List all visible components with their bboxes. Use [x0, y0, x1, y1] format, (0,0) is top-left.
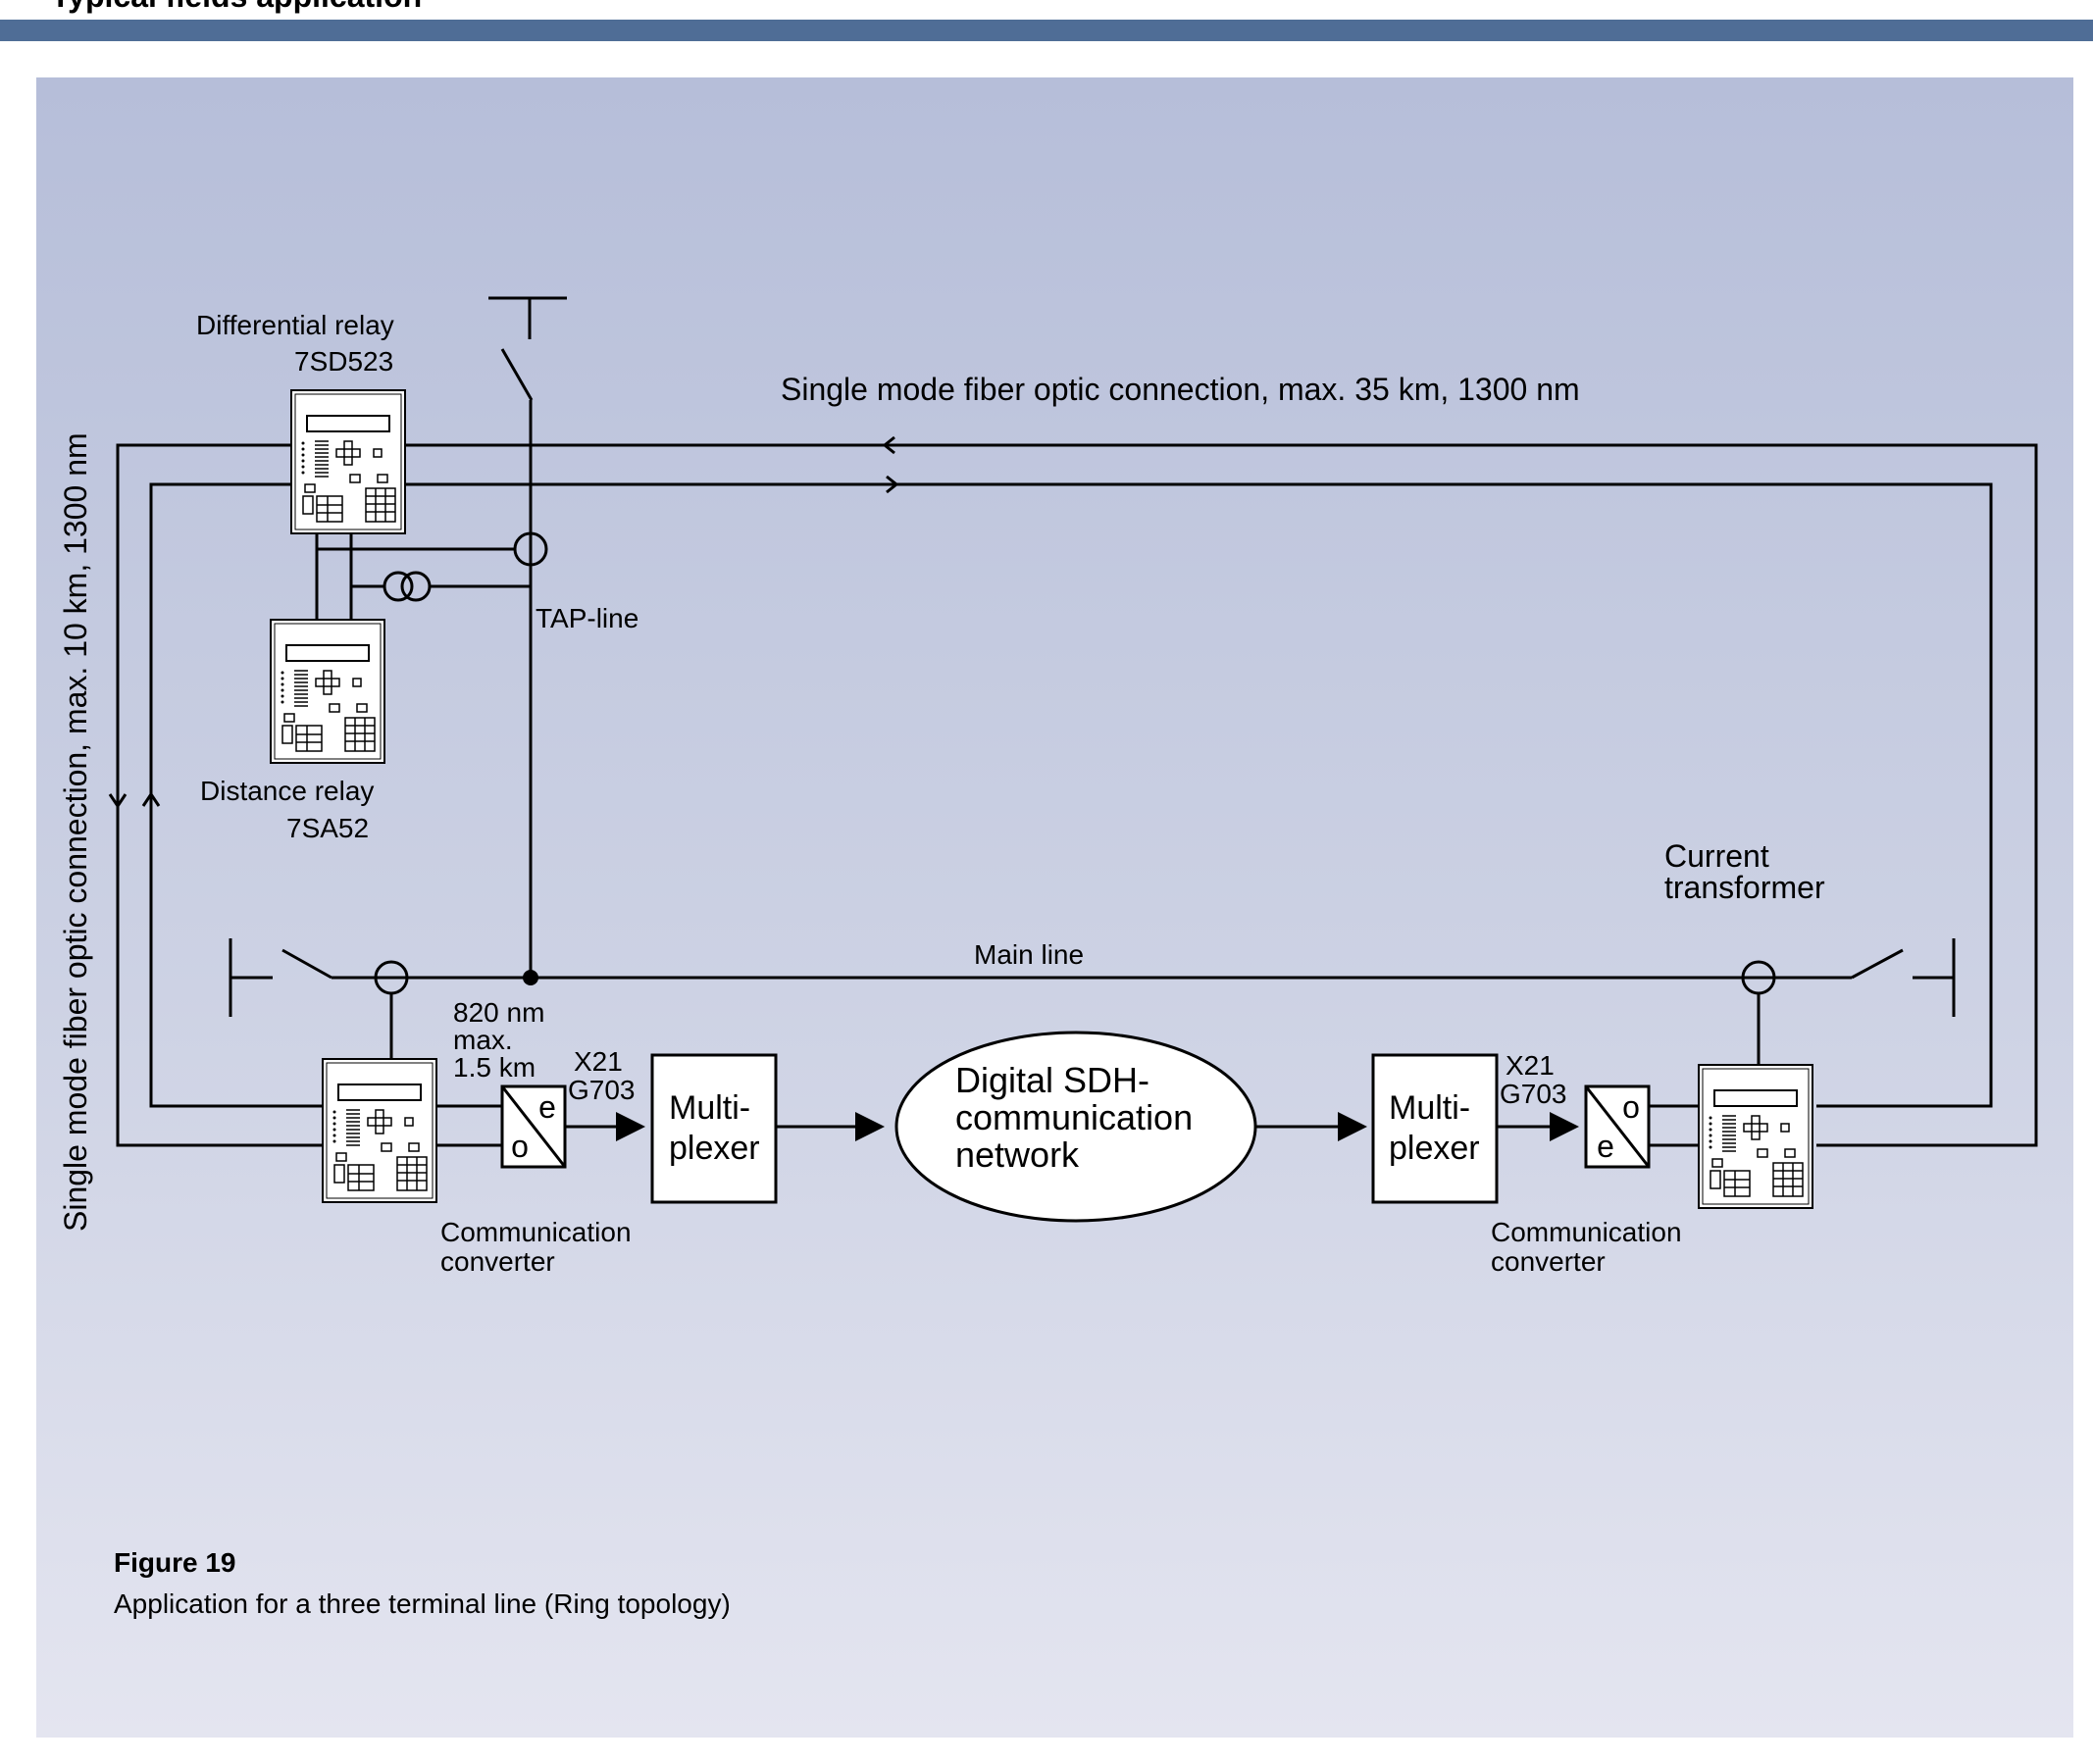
tap-junction [523, 970, 538, 985]
direction-arrow-left [882, 435, 895, 455]
interface-left-2: G703 [568, 1075, 636, 1105]
converter-left-diagonal [500, 1085, 567, 1168]
current-transformer-label-2: transformer [1664, 870, 1825, 905]
fiber-left-label: Single mode fiber optic connection, max.… [58, 432, 93, 1232]
relay-device-bottom-left [322, 1058, 437, 1203]
figure-caption: Application for a three terminal line (R… [114, 1588, 731, 1619]
multiplexer-left [650, 1053, 778, 1204]
tap-line-label: TAP-line [536, 603, 638, 633]
converter-right-letter-bottom: e [1597, 1129, 1614, 1164]
differential-relay-model: 7SD523 [294, 346, 393, 377]
fiber-ring-inner [292, 482, 1993, 1108]
figure-number: Figure 19 [114, 1547, 236, 1578]
differential-relay-device [290, 389, 406, 534]
network-label-1: Digital SDH- [955, 1060, 1149, 1100]
converter-right-label-2: converter [1491, 1246, 1606, 1277]
converter-right-letter-top: o [1622, 1089, 1640, 1125]
wavelength-note-3: 1.5 km [453, 1052, 536, 1083]
header-rule [0, 20, 2093, 41]
tap-switch-blade [500, 348, 534, 401]
converter-left-label-2: converter [440, 1246, 555, 1277]
switch-left-blade [281, 948, 332, 980]
wavelength-note-2: max. [453, 1025, 513, 1055]
distance-relay-model: 7SA52 [286, 813, 369, 843]
current-transformer-label-1: Current [1664, 838, 1769, 874]
multiplexer-left-label-1: Multi- [669, 1089, 750, 1127]
multiplexer-right [1371, 1053, 1499, 1204]
converter-left-letter-bottom: o [511, 1129, 529, 1164]
page-header-title: Typical fields application [51, 0, 422, 15]
switch-right-blade [1851, 948, 1904, 980]
network-label-2: communication [955, 1097, 1193, 1137]
wavelength-note-1: 820 nm [453, 997, 544, 1028]
figure-panel [36, 77, 2073, 1738]
voltage-transformer-b [400, 571, 432, 602]
multiplexer-right-label-2: plexer [1389, 1130, 1480, 1167]
relay-device-bottom-right [1698, 1064, 1813, 1209]
distance-relay-label: Distance relay [200, 776, 374, 806]
direction-arrow-right [886, 475, 899, 494]
converter-left-label-1: Communication [440, 1217, 632, 1247]
differential-relay-label: Differential relay [196, 310, 394, 340]
direction-arrow-up [141, 791, 161, 807]
fiber-ring-outer-left [116, 443, 323, 1147]
network-label-3: network [955, 1134, 1080, 1175]
converter-right-label-1: Communication [1491, 1217, 1682, 1247]
multiplexer-left-label-2: plexer [669, 1130, 760, 1167]
interface-right-2: G703 [1500, 1079, 1567, 1109]
fiber-top-label: Single mode fiber optic connection, max.… [781, 372, 1580, 407]
interface-right-1: X21 [1506, 1050, 1555, 1081]
multiplexer-right-label-1: Multi- [1389, 1089, 1470, 1127]
fiber-ring-outer [292, 443, 2038, 1147]
distance-relay-device [270, 619, 385, 764]
direction-arrow-down [108, 793, 128, 809]
converter-left-letter-top: e [538, 1089, 556, 1125]
interface-left-1: X21 [574, 1046, 623, 1077]
converter-right-diagonal [1584, 1085, 1651, 1168]
main-line-label: Main line [974, 939, 1084, 970]
